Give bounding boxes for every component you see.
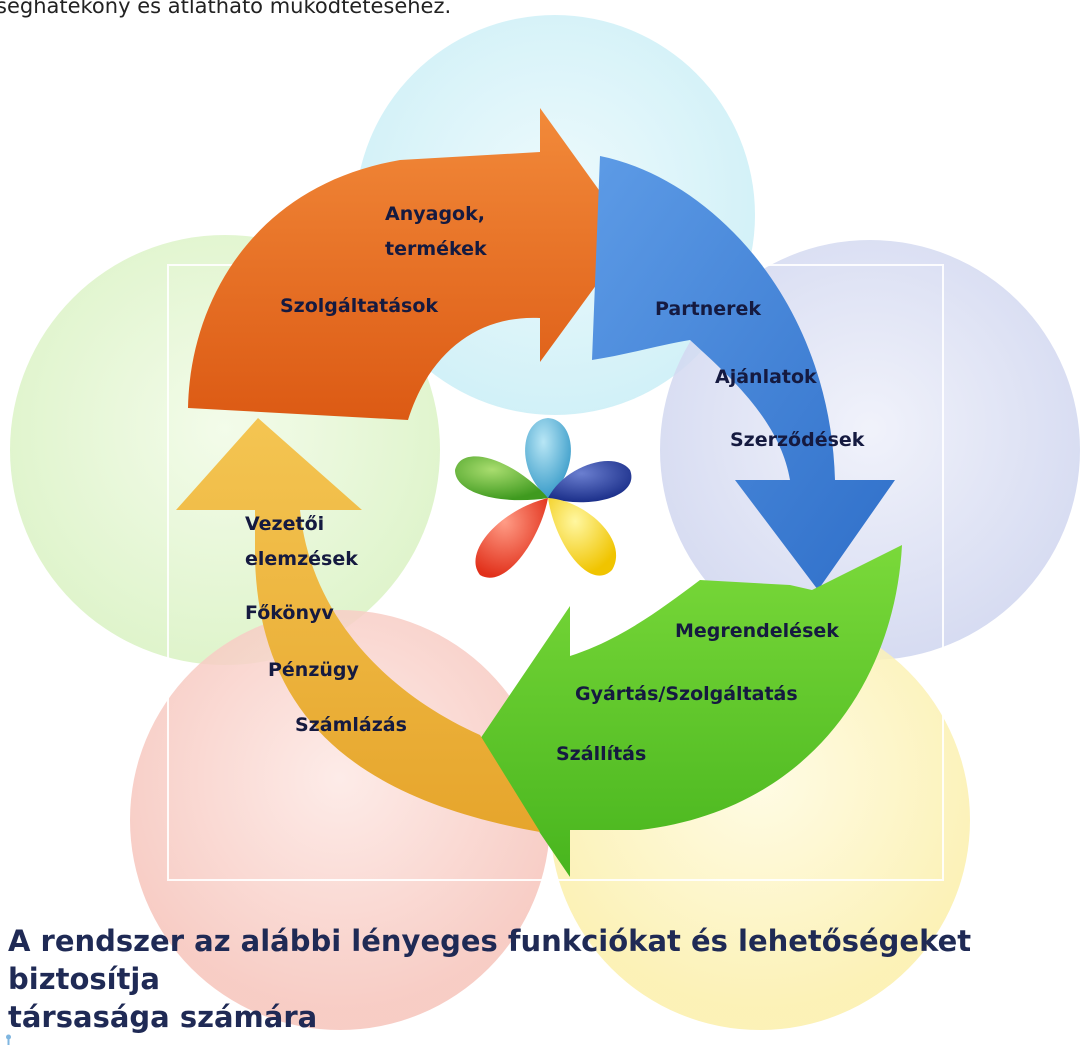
petal-green	[455, 456, 548, 501]
heading-line-2: társasága számára	[8, 1000, 318, 1034]
green-arrow	[478, 545, 902, 877]
label-megrendelesek: Megrendelések	[675, 620, 839, 642]
section-heading: A rendszer az alábbi lényeges funkciókat…	[8, 922, 1073, 1036]
petal-red	[475, 498, 548, 578]
petal-navy	[548, 460, 632, 503]
label-termekek: termékek	[385, 238, 487, 260]
label-szamlazas: Számlázás	[295, 714, 407, 736]
intro-text: séghatékony és átlátható működtetéséhez.	[0, 0, 452, 18]
label-szolgaltatasok: Szolgáltatások	[280, 295, 438, 317]
label-penzugy: Pénzügy	[268, 659, 360, 681]
label-vezetoi: Vezetői	[245, 513, 324, 535]
label-fokonyv: Főkönyv	[245, 602, 334, 624]
yellow-arrow	[176, 418, 540, 832]
petal-yellow	[548, 498, 617, 576]
label-gyartas: Gyártás/Szolgáltatás	[575, 683, 798, 705]
label-szallitas: Szállítás	[556, 743, 646, 765]
label-ajanlatok: Ajánlatok	[715, 366, 817, 388]
heading-line-1: A rendszer az alábbi lényeges funkciókat…	[8, 924, 972, 996]
label-elemzesek: elemzések	[245, 548, 358, 570]
center-flower-logo	[455, 418, 632, 578]
label-szerzodesek: Szerződések	[730, 429, 865, 451]
bg-circle-red	[130, 610, 550, 1030]
orange-arrow	[188, 108, 632, 420]
label-anyagok: Anyagok,	[385, 203, 485, 225]
petal-cyan	[525, 418, 571, 498]
blue-arrow	[592, 156, 895, 590]
bullet-icon	[6, 1034, 11, 1045]
label-partnerek: Partnerek	[655, 298, 761, 320]
